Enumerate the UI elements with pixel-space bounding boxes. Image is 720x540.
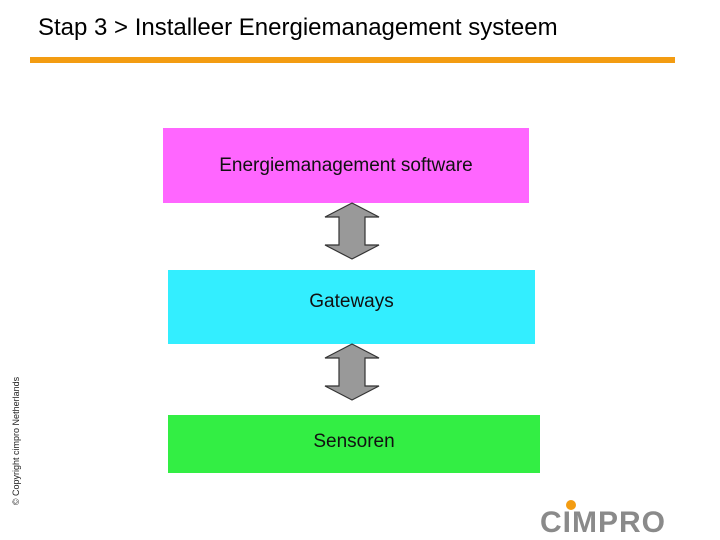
slide-title: Stap 3 > Installeer Energiemanagement sy… (38, 14, 558, 41)
cimpro-logo: CIMPRO (540, 500, 666, 537)
title-underline (30, 57, 675, 63)
layer-gateways-label: Gateways (309, 291, 394, 312)
layer-energy-software: Energiemanagement software (163, 128, 529, 203)
layer-energy-software-label: Energiemanagement software (219, 154, 473, 176)
layer-sensors-label: Sensoren (313, 431, 395, 452)
copyright-notice: © Copyright cimpro Netherlands (11, 376, 21, 506)
logo-text: CIMPRO (540, 506, 666, 537)
logo-dot-icon (566, 500, 576, 510)
layer-gateways: Gateways (168, 270, 535, 344)
double-arrow-icon (324, 202, 380, 260)
double-arrow-icon (324, 343, 380, 401)
layer-sensors: Sensoren (168, 415, 540, 473)
